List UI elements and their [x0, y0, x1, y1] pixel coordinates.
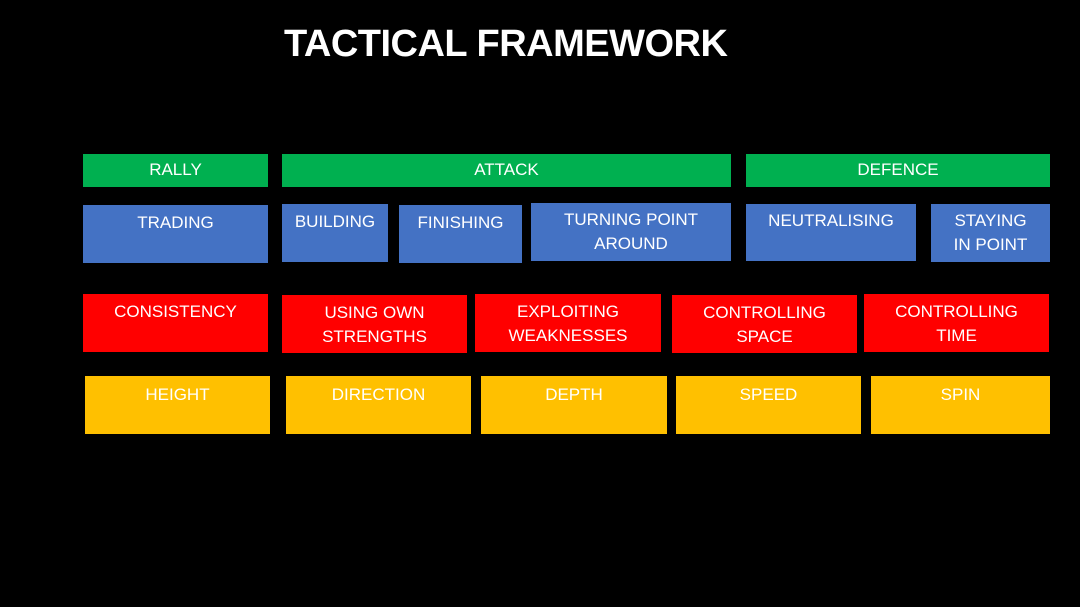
situation-trading-box: TRADING — [83, 205, 268, 263]
intention-consistency-box: CONSISTENCY — [83, 294, 268, 352]
ball-control-speed-box: SPEED — [676, 376, 861, 434]
ball-control-spin-box: SPIN — [871, 376, 1050, 434]
situation-finishing-box: FINISHING — [399, 205, 522, 263]
intention-controlling-space-box: CONTROLLING SPACE — [672, 295, 857, 353]
situation-building-box: BUILDING — [282, 204, 388, 262]
page-title: TACTICAL FRAMEWORK — [284, 23, 728, 65]
intention-exploiting-weaknesses-box: EXPLOITING WEAKNESSES — [475, 294, 661, 352]
ball-control-depth-box: DEPTH — [481, 376, 667, 434]
phase-defence-box: DEFENCE — [746, 154, 1050, 187]
intention-using-own-strengths-box: USING OWN STRENGTHS — [282, 295, 467, 353]
situation-staying-in-point-box: STAYING IN POINT — [931, 204, 1050, 262]
ball-control-direction-box: DIRECTION — [286, 376, 471, 434]
intention-controlling-time-box: CONTROLLING TIME — [864, 294, 1049, 352]
ball-control-height-box: HEIGHT — [85, 376, 270, 434]
situation-neutralising-box: NEUTRALISING — [746, 204, 916, 261]
phase-attack-box: ATTACK — [282, 154, 731, 187]
situation-turning-point-around-box: TURNING POINT AROUND — [531, 203, 731, 261]
phase-rally-box: RALLY — [83, 154, 268, 187]
